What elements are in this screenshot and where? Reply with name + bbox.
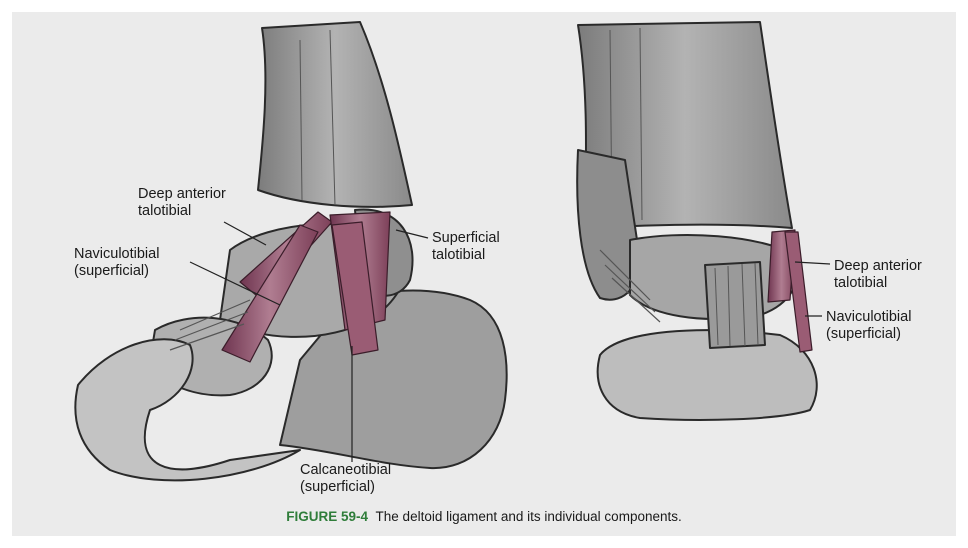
label-right-naviculotibial: Naviculotibial (superficial)	[826, 309, 911, 343]
right-ankle-illustration	[577, 22, 830, 420]
label-line: (superficial)	[826, 326, 911, 343]
label-line: (superficial)	[300, 479, 391, 496]
label-line: Superficial	[432, 230, 500, 247]
label-line: talotibial	[834, 275, 922, 292]
figure-number: FIGURE 59-4	[286, 509, 368, 524]
label-line: Naviculotibial	[74, 246, 159, 263]
figure-caption-text: The deltoid ligament and its individual …	[376, 509, 682, 524]
label-line: talotibial	[432, 247, 500, 264]
label-line: (superficial)	[74, 263, 159, 280]
label-line: Calcaneotibial	[300, 462, 391, 479]
label-left-deep-anterior-talotibial: Deep anterior talotibial	[138, 186, 226, 220]
label-left-calcaneotibial: Calcaneotibial (superficial)	[300, 462, 391, 496]
right-interosseous-ligament	[705, 262, 765, 348]
label-line: Naviculotibial	[826, 309, 911, 326]
figure-caption: FIGURE 59-4 The deltoid ligament and its…	[0, 509, 968, 524]
label-left-naviculotibial: Naviculotibial (superficial)	[74, 246, 159, 280]
label-line: Deep anterior	[834, 258, 922, 275]
left-tibia	[258, 22, 412, 207]
label-left-superficial-talotibial: Superficial talotibial	[432, 230, 500, 264]
label-line: Deep anterior	[138, 186, 226, 203]
label-right-deep-anterior-talotibial: Deep anterior talotibial	[834, 258, 922, 292]
right-calcaneus	[598, 330, 817, 420]
label-line: talotibial	[138, 203, 226, 220]
